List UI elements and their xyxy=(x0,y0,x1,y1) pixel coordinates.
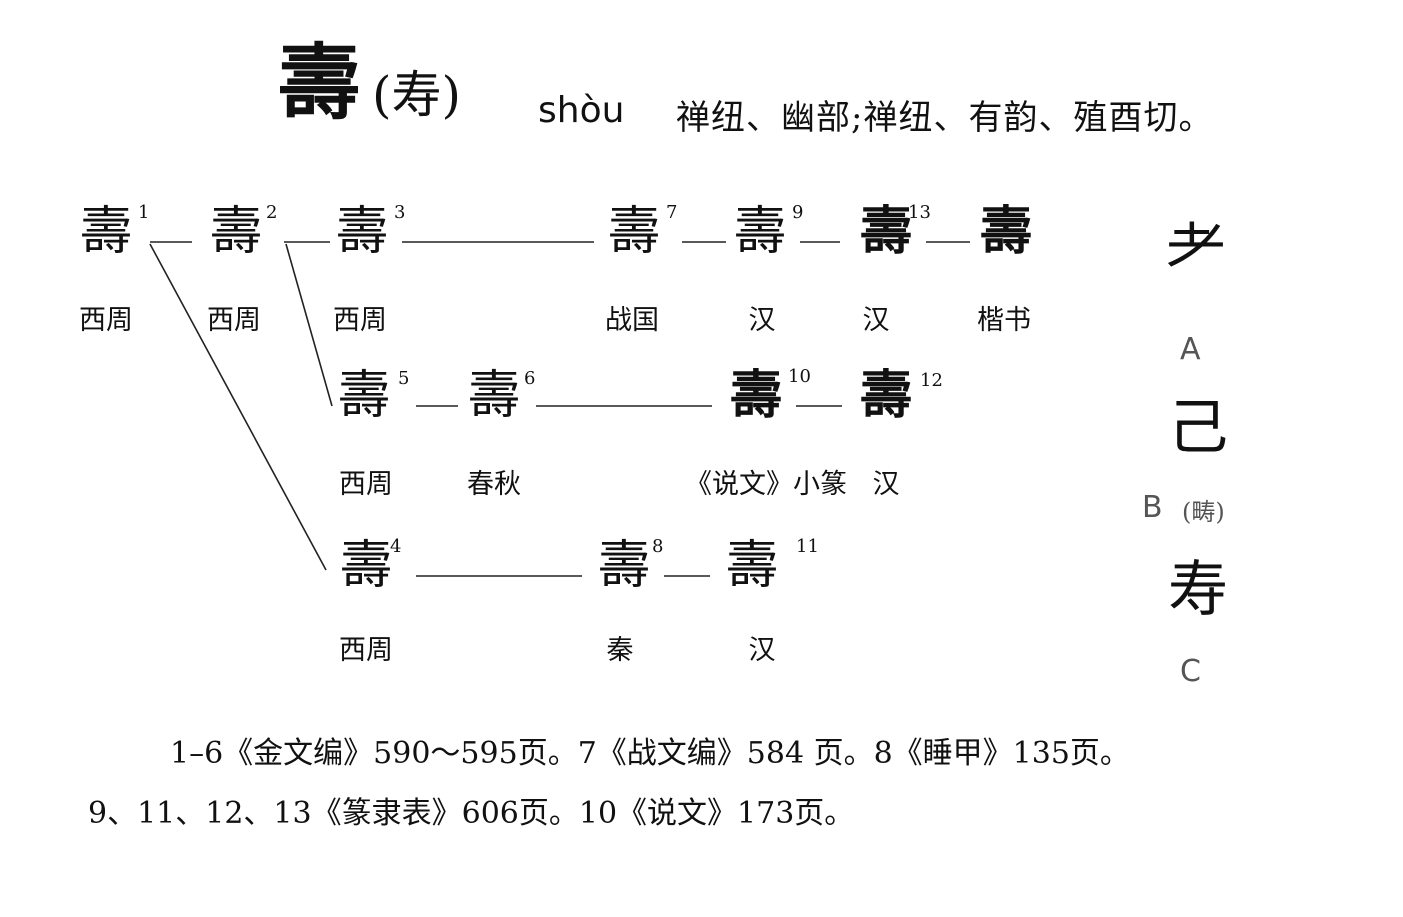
glyph-11: 壽 xyxy=(725,536,778,596)
era-label-6: 春秋 xyxy=(467,469,521,500)
glyph-number-10: 10 xyxy=(788,366,811,387)
component-a-glyph: 耂 xyxy=(1166,213,1226,283)
glyph-1: 壽 xyxy=(79,202,132,262)
era-label-10: 《说文》小篆 xyxy=(685,469,847,500)
glyph-2: 壽 xyxy=(209,202,262,262)
component-a-label: A xyxy=(1180,332,1201,367)
fanqie-reading: 禅纽、幽部;禅纽、有韵、殖酉切。 xyxy=(676,98,1214,138)
pinyin: shòu xyxy=(538,90,625,131)
glyph-number-8: 8 xyxy=(652,536,664,557)
glyph-8: 壽 xyxy=(597,536,650,596)
component-c-label: C xyxy=(1180,654,1201,689)
glyph-3: 壽 xyxy=(335,202,388,262)
glyph-6: 壽 xyxy=(467,366,520,426)
glyph-12: 壽 xyxy=(859,365,912,426)
era-label-11: 汉 xyxy=(748,635,776,666)
era-label-12: 汉 xyxy=(872,469,900,500)
glyph-number-9: 9 xyxy=(792,202,804,223)
connector-1-4 xyxy=(149,243,327,571)
era-label-9: 汉 xyxy=(748,305,776,336)
glyph-number-11: 11 xyxy=(796,536,819,557)
glyph-7: 壽 xyxy=(607,202,660,262)
component-c-glyph: 寿 xyxy=(1168,555,1228,625)
main-character: 壽 xyxy=(278,35,361,131)
era-label-8: 秦 xyxy=(606,635,634,666)
source-footnote-line-2: 9、11、12、13《篆隶表》606页。10《说文》173页。 xyxy=(88,796,855,831)
glyph-9: 壽 xyxy=(733,202,786,262)
source-footnote-line-1: 1–6《金文编》590～595页。7《战文编》584 页。8《睡甲》135页。 xyxy=(170,736,1130,771)
component-b-glyph: 己 xyxy=(1168,393,1228,463)
glyph-kaishu: 壽 xyxy=(979,201,1032,262)
glyph-number-5: 5 xyxy=(398,368,410,389)
era-label-1: 西周 xyxy=(79,305,133,336)
glyph-number-1: 1 xyxy=(138,202,150,223)
era-label-2: 西周 xyxy=(207,305,261,336)
glyph-number-7: 7 xyxy=(666,202,678,223)
glyph-10: 壽 xyxy=(729,365,782,426)
glyph-4: 壽 xyxy=(339,536,392,596)
glyph-13: 壽 xyxy=(859,201,912,262)
glyph-number-12: 12 xyxy=(920,370,943,391)
era-label-13: 汉 xyxy=(862,305,890,336)
era-label-3: 西周 xyxy=(333,305,387,336)
component-b-label: B xyxy=(1142,490,1163,525)
glyph-number-6: 6 xyxy=(524,368,536,389)
era-label-7: 战国 xyxy=(605,305,659,336)
simplified-character: (寿) xyxy=(372,66,462,124)
glyph-number-2: 2 xyxy=(266,202,278,223)
era-label-kaishu: 楷书 xyxy=(977,305,1031,336)
glyph-5: 壽 xyxy=(337,366,390,426)
connector-2-5 xyxy=(285,243,333,407)
glyph-number-4: 4 xyxy=(390,536,402,557)
glyph-number-13: 13 xyxy=(908,202,931,223)
glyph-number-3: 3 xyxy=(394,202,406,223)
era-label-4: 西周 xyxy=(339,635,393,666)
component-b-note: (畴) xyxy=(1182,498,1225,526)
era-label-5: 西周 xyxy=(339,469,393,500)
